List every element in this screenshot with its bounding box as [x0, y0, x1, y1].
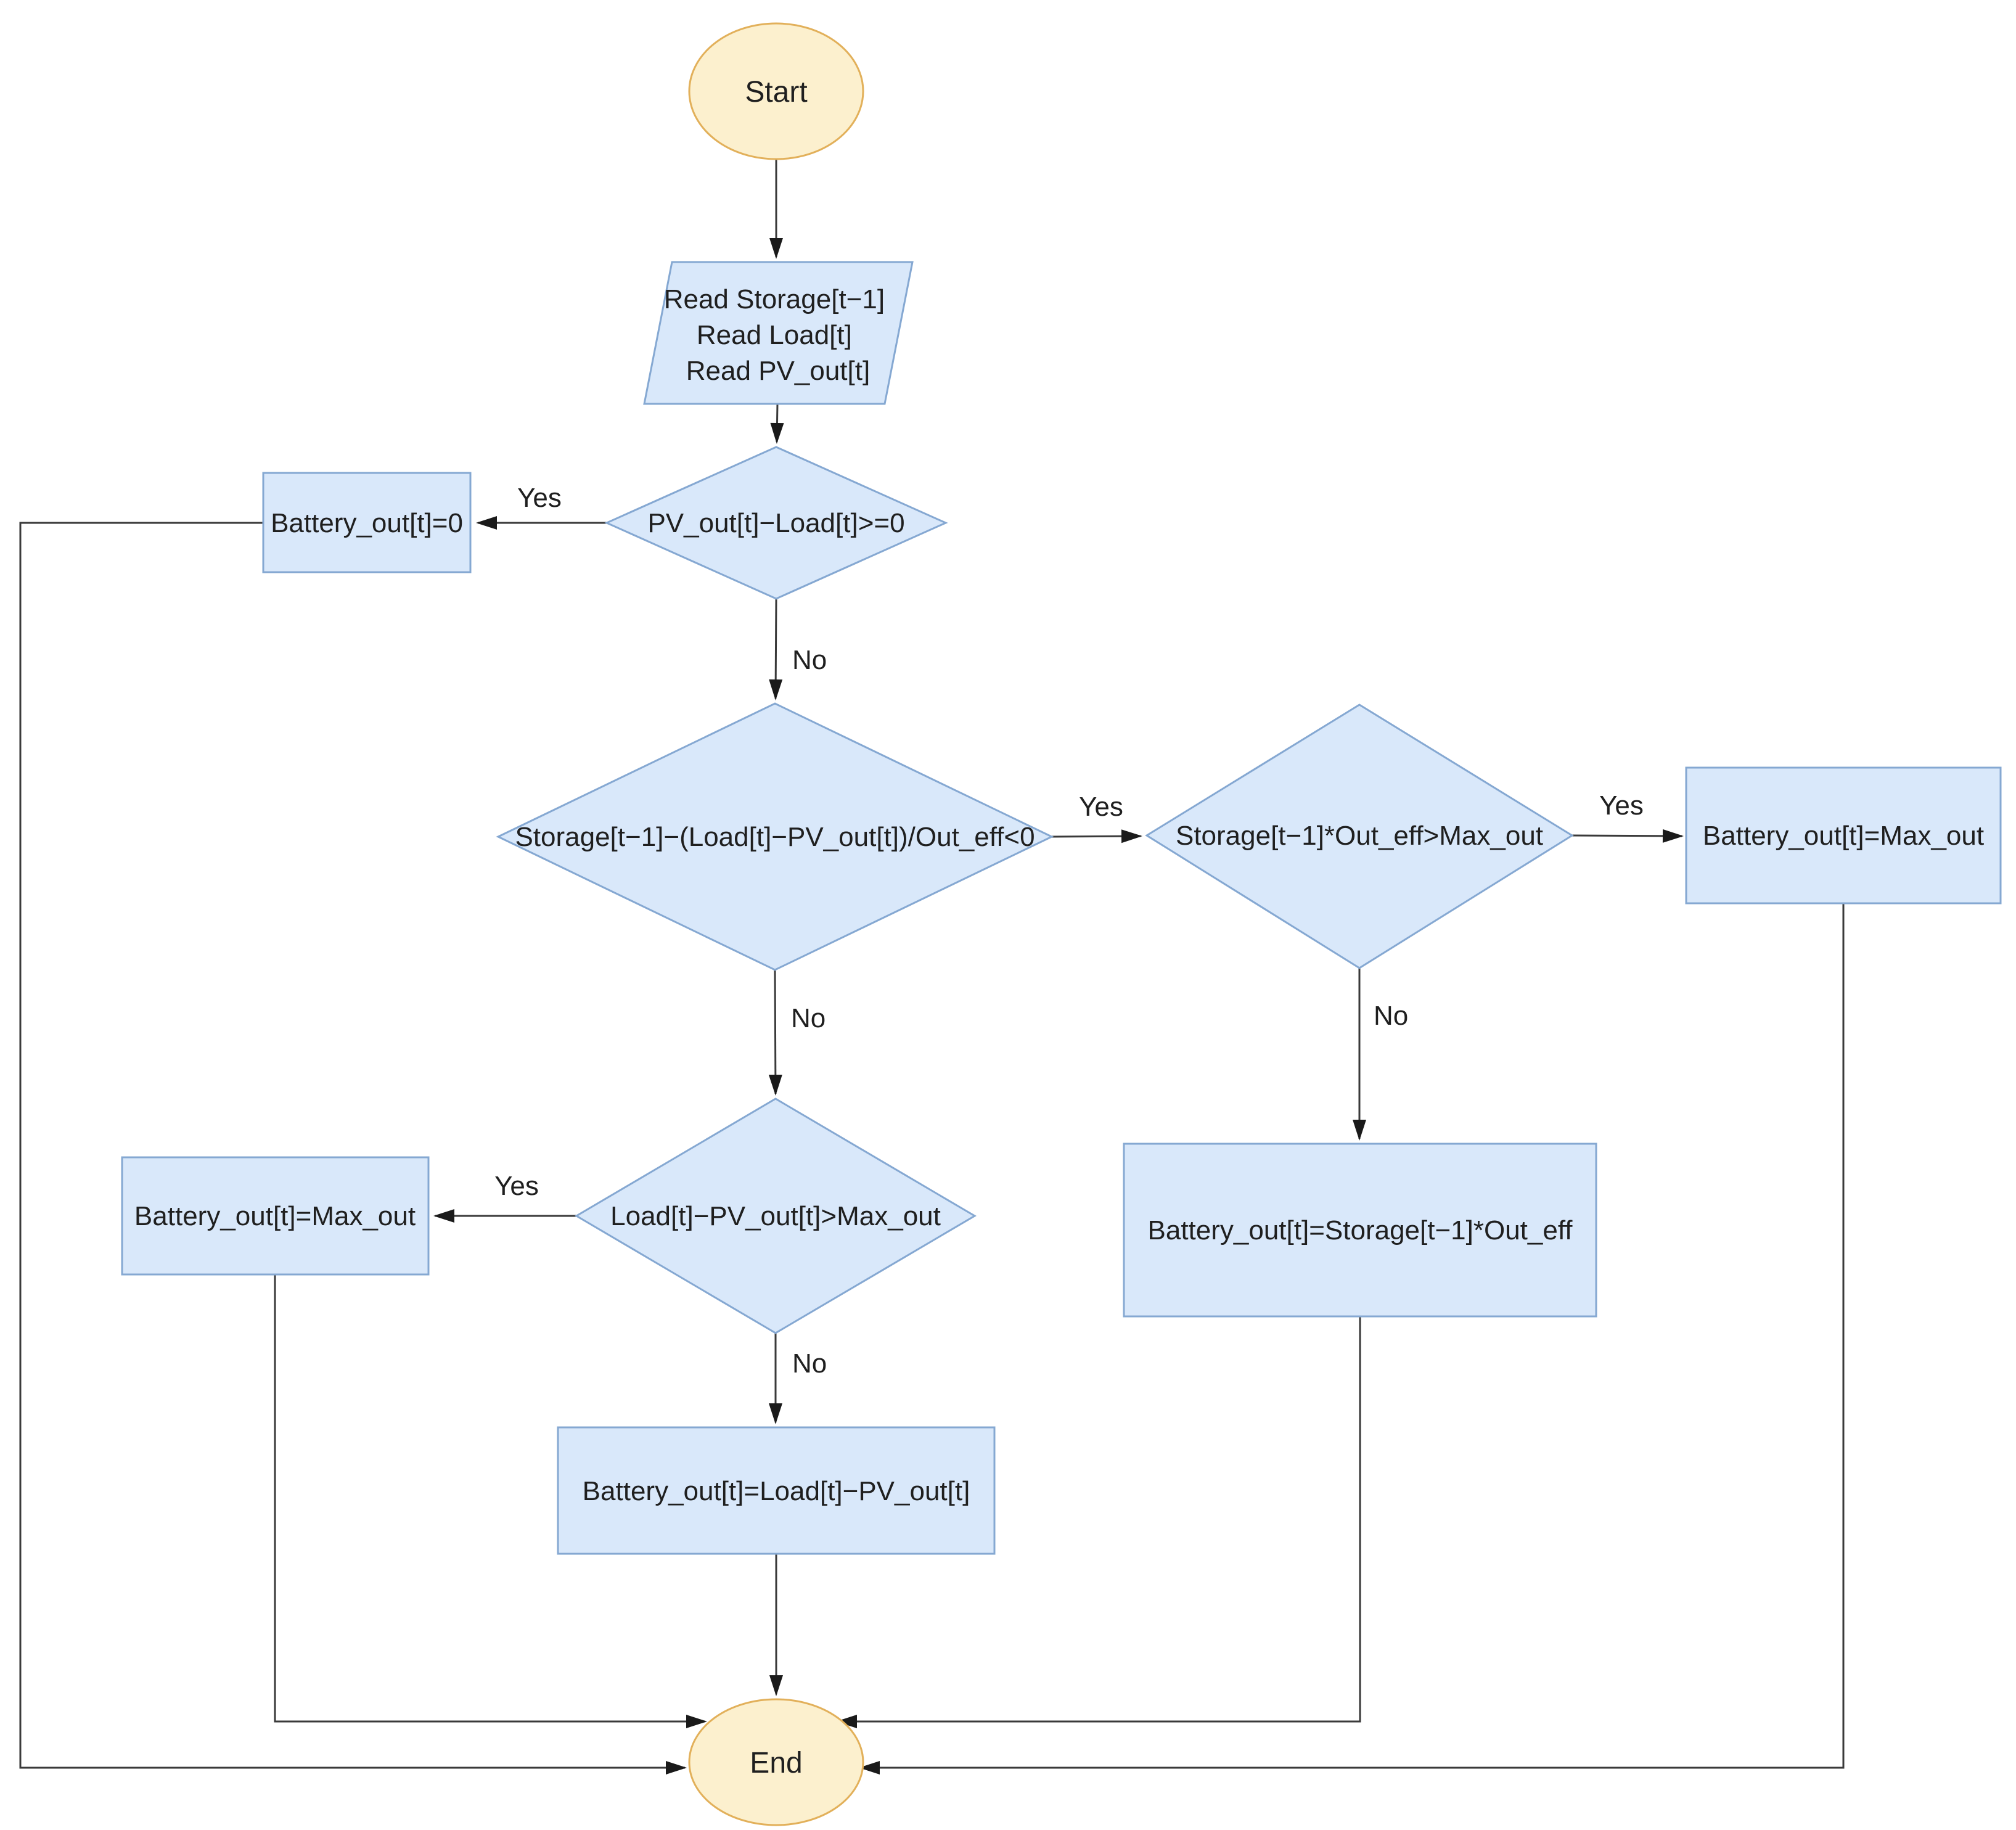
node-end: End: [688, 1698, 864, 1826]
nodes: Start Read Storage[t−1] Read Load[t] Rea…: [121, 22, 2002, 1826]
edge-d2-yes-to-d3: [1051, 829, 1142, 843]
node-battery-max-left: Battery_out[t]=Max_out: [121, 1156, 430, 1276]
node-decision-storage-max: Storage[t−1]*Out_eff>Max_out: [1145, 704, 1574, 969]
decision-load-max-label: Load[t]−PV_out[t]>Max_out: [610, 1201, 941, 1231]
edge-label-d2-no: No: [791, 1003, 826, 1033]
edge-battery-max-left-to-end: [274, 1274, 707, 1728]
edges: Yes No Yes No Yes No Yes No: [19, 159, 1845, 1775]
edge-label-d3-no: No: [1374, 1001, 1408, 1031]
decision-surplus-label: PV_out[t]−Load[t]>=0: [647, 508, 904, 538]
edge-label-d4-no: No: [792, 1348, 827, 1379]
edge-d3-yes-to-battery-max-right: [1571, 829, 1684, 843]
edge-label-d2-yes: Yes: [1079, 792, 1123, 822]
edge-label-d3-yes: Yes: [1599, 790, 1644, 821]
node-battery-storage: Battery_out[t]=Storage[t−1]*Out_eff: [1123, 1143, 1597, 1318]
end-ellipse: [688, 1698, 864, 1826]
decision-storage-deficit-label: Storage[t−1]−(Load[t]−PV_out[t])/Out_eff…: [515, 822, 1035, 852]
node-battery-zero: Battery_out[t]=0: [262, 472, 472, 573]
battery-load-label: Battery_out[t]=Load[t]−PV_out[t]: [583, 1476, 970, 1506]
read-inputs-parallelogram: [643, 261, 914, 405]
node-battery-max-right: Battery_out[t]=Max_out: [1685, 766, 2002, 905]
edge-label-d1-no: No: [792, 645, 827, 675]
read-inputs-label: Read Storage[t−1] Read Load[t] Read PV_o…: [664, 284, 893, 386]
decision-storage-deficit-diamond: [496, 702, 1054, 971]
battery-storage-label: Battery_out[t]=Storage[t−1]*Out_eff: [1148, 1215, 1573, 1245]
edge-d2-no-to-d4: [768, 969, 782, 1096]
end-label: End: [750, 1747, 802, 1779]
decision-surplus-diamond: [604, 446, 948, 600]
start-ellipse: [688, 22, 864, 160]
edge-battery-zero-to-end: [19, 522, 687, 1775]
node-decision-load-max: Load[t]−PV_out[t]>Max_out: [575, 1098, 977, 1334]
battery-zero-label: Battery_out[t]=0: [271, 508, 463, 538]
decision-storage-max-label: Storage[t−1]*Out_eff>Max_out: [1176, 821, 1543, 851]
edge-label-d1-yes: Yes: [517, 483, 562, 513]
node-start: Start: [688, 22, 864, 160]
battery-max-left-rect: [121, 1156, 430, 1276]
battery-load-rect: [557, 1426, 996, 1555]
battery-storage-rect: [1123, 1143, 1597, 1318]
start-label: Start: [745, 76, 807, 109]
battery-max-left-label: Battery_out[t]=Max_out: [134, 1201, 416, 1231]
node-decision-storage-deficit: Storage[t−1]−(Load[t]−PV_out[t])/Out_eff…: [496, 702, 1054, 971]
node-battery-load: Battery_out[t]=Load[t]−PV_out[t]: [557, 1426, 996, 1555]
battery-max-right-label: Battery_out[t]=Max_out: [1703, 821, 1984, 851]
edge-label-d4-yes: Yes: [494, 1171, 539, 1201]
battery-max-right-rect: [1685, 766, 2002, 905]
decision-storage-max-diamond: [1145, 704, 1574, 969]
node-decision-surplus: PV_out[t]−Load[t]>=0: [604, 446, 948, 600]
decision-load-max-diamond: [575, 1098, 977, 1334]
edge-battery-storage-to-end: [836, 1316, 1361, 1728]
node-read-inputs: Read Storage[t−1] Read Load[t] Read PV_o…: [643, 261, 914, 405]
edge-battery-max-right-to-end: [859, 903, 1845, 1775]
battery-zero-rect: [262, 472, 472, 573]
